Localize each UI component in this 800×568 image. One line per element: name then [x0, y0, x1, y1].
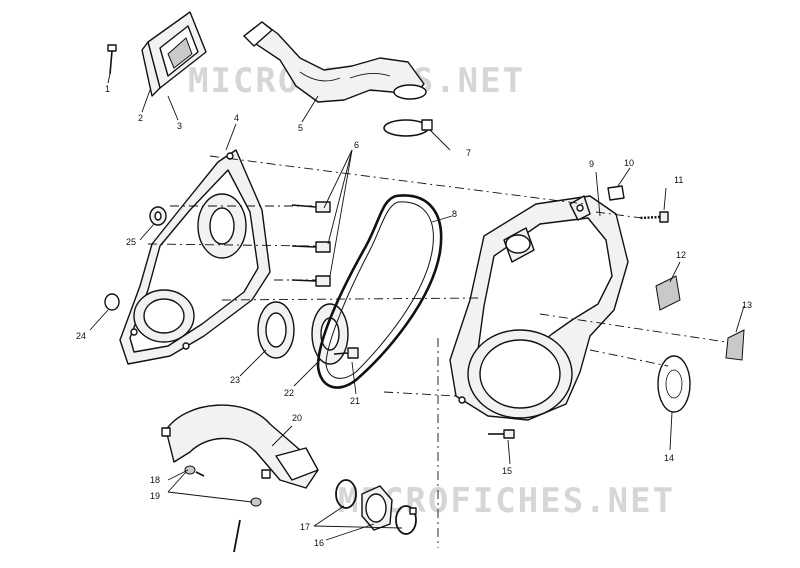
callout-15: 15 — [502, 466, 512, 476]
callout-16: 16 — [314, 538, 324, 548]
part-1-screw — [107, 44, 117, 75]
part-23-seal — [257, 301, 295, 359]
callout-23: 23 — [230, 375, 240, 385]
callout-19: 19 — [150, 491, 160, 501]
part-15-screw — [488, 429, 515, 439]
callout-8: 8 — [452, 209, 457, 219]
callout-10: 10 — [624, 158, 634, 168]
callout-22: 22 — [284, 388, 294, 398]
callout-2: 2 — [138, 113, 143, 123]
callout-7: 7 — [466, 148, 471, 158]
callout-9: 9 — [589, 159, 594, 169]
callout-17: 17 — [300, 522, 310, 532]
callout-25: 25 — [126, 237, 136, 247]
part-4-inner-cover — [119, 149, 271, 365]
part-10-label — [607, 185, 625, 201]
part-2-3-intake-boot — [141, 11, 207, 97]
callout-21: 21 — [350, 396, 360, 406]
part-18-19-fasteners — [184, 465, 262, 553]
part-7-hose-clamp — [383, 119, 433, 137]
part-16-17-sleeve-clamps — [335, 479, 417, 535]
part-22-bearing — [311, 303, 349, 365]
callout-24: 24 — [76, 331, 86, 341]
part-20-exhaust-duct — [161, 404, 319, 489]
part-8-drive-belt — [316, 194, 443, 389]
callout-14: 14 — [664, 453, 674, 463]
part-12-decal — [655, 275, 681, 311]
part-11-screw — [639, 211, 669, 223]
part-13-decal — [725, 329, 745, 361]
watermark-bottom: MICROFICHES.NET — [338, 481, 675, 521]
part-6-bolts — [291, 201, 331, 287]
part-14-disk — [657, 355, 691, 413]
callout-11: 11 — [674, 175, 683, 185]
callout-20: 20 — [292, 413, 302, 423]
callout-numbers: 1 2 3 4 5 6 7 8 9 10 11 12 13 14 15 16 1… — [76, 84, 752, 548]
part-9-outer-cover — [449, 195, 629, 421]
callout-5: 5 — [298, 123, 303, 133]
part-21-bolt — [333, 347, 359, 359]
part-25-washer — [149, 206, 167, 226]
part-24-plug — [104, 293, 120, 311]
callout-13: 13 — [742, 300, 752, 310]
callout-4: 4 — [234, 113, 239, 123]
alignment-lines — [147, 155, 727, 548]
leader-lines — [89, 73, 745, 541]
callout-12: 12 — [676, 250, 686, 260]
callout-3: 3 — [177, 121, 182, 131]
callout-18: 18 — [150, 475, 160, 485]
part-5-intake-duct — [243, 21, 427, 103]
callout-6: 6 — [354, 140, 359, 150]
callout-1: 1 — [105, 84, 110, 94]
